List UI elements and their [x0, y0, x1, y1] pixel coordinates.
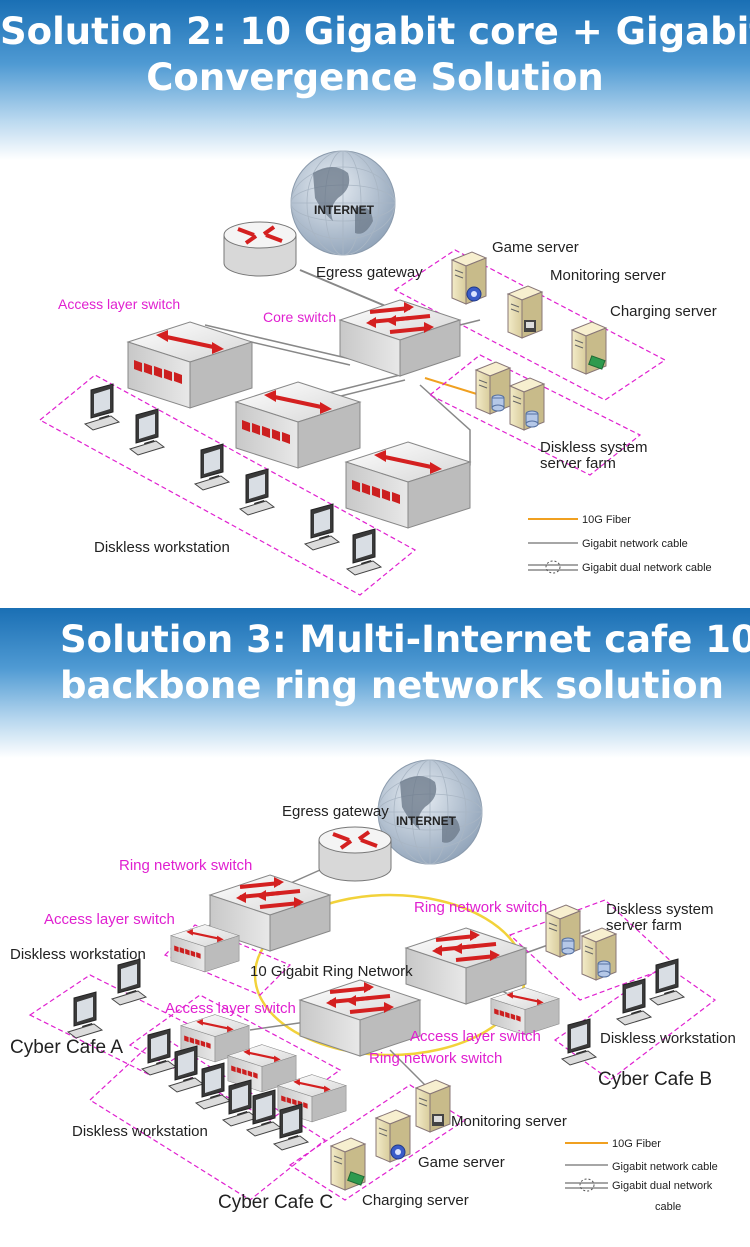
egress-gateway-label: Egress gateway: [282, 803, 389, 820]
legend-dual-cable: cable: [655, 1201, 681, 1213]
s1-server-group-box: [393, 249, 667, 401]
legend-gigabit: Gigabit network cable: [582, 538, 688, 550]
section1-title-line1: Solution 2: 10 Gigabit core + Gigabit: [0, 10, 750, 53]
workstation-icon: [239, 468, 275, 516]
workstation-icon: [194, 443, 230, 491]
legend-dual: Gigabit dual network cable: [582, 562, 712, 574]
workstation-icon: [304, 503, 340, 551]
cafe-a-label: Cyber Cafe A: [10, 1037, 123, 1058]
section1-title-line2: Convergence Solution: [146, 56, 604, 99]
legend-fiber: 10G Fiber: [612, 1138, 661, 1150]
cafe-b-label: Cyber Cafe B: [598, 1069, 712, 1090]
internet-label: INTERNET: [314, 203, 375, 217]
access-switch-3-icon: [344, 440, 472, 530]
workstation-icon: [195, 1062, 231, 1110]
access-switch-1-icon: [126, 320, 254, 410]
diskless-farm-label-line2: server farm: [540, 455, 616, 472]
charging-server-label: Charging server: [610, 303, 717, 320]
diskless-ws-b-label: Diskless workstation: [600, 1030, 736, 1047]
workstation-icon: [561, 1018, 597, 1066]
legend-gigabit: Gigabit network cable: [612, 1161, 718, 1173]
workstation-icon: [67, 991, 103, 1039]
ring-switch-right-icon: [404, 926, 528, 1006]
s2-diskless-farm-line1: Diskless system: [606, 901, 714, 918]
cafe-c-switch-box: [128, 994, 342, 1121]
section1-diagram: INTERNET Egress: [38, 150, 717, 596]
monitoring-server-icon: [416, 1080, 450, 1132]
game-server-label: Game server: [492, 239, 579, 256]
legend-fiber: 10G Fiber: [582, 514, 631, 526]
section2-title-line1: Solution 3: Multi-Internet cafe 10G: [60, 618, 750, 661]
section1-banner: [0, 0, 750, 160]
charging-server-label: Charging server: [362, 1192, 469, 1209]
section2-title-line2: backbone ring network solution: [60, 664, 724, 707]
monitoring-server-label: Monitoring server: [451, 1113, 567, 1130]
charging-server-icon: [572, 322, 606, 374]
diskless-workstation-label: Diskless workstation: [94, 539, 230, 556]
internet-label: INTERNET: [396, 814, 457, 828]
core-switch-label: Core switch: [263, 309, 336, 325]
core-switch-icon: [338, 298, 462, 378]
ring-network-label: 10 Gigabit Ring Network: [250, 963, 413, 980]
s1-workstation-box: [38, 374, 417, 596]
diskless-farm-label-line1: Diskless system: [540, 439, 648, 456]
workstation-icon: [346, 528, 382, 576]
access-switch-b-label: Access layer switch: [410, 1028, 541, 1045]
egress-gateway-router-icon: [317, 825, 393, 883]
farm-server-1-icon: [546, 905, 580, 957]
ring-switch-right-label: Ring network switch: [414, 899, 547, 916]
cafe-c-label: Cyber Cafe C: [218, 1192, 333, 1213]
workstation-icon: [246, 1089, 282, 1137]
monitoring-server-icon: [508, 286, 542, 338]
internet-globe-icon: [377, 759, 483, 865]
s2-diskless-farm-line2: server farm: [606, 917, 682, 934]
game-server-label: Game server: [418, 1154, 505, 1171]
cafe-a-box: [28, 974, 212, 1076]
section2-diagram: INTERNET: [10, 759, 736, 1213]
s1-farm-box: [428, 354, 642, 476]
farm-server-2-icon: [582, 928, 616, 980]
cafe-c-workstation-box: [89, 1034, 327, 1201]
access-switch-2-icon: [234, 380, 362, 470]
game-server-icon: [452, 252, 486, 304]
game-server-icon: [376, 1110, 410, 1162]
s1-legend: 10G Fiber Gigabit network cable Gigabit …: [528, 514, 712, 574]
ring-switch-bottom-label: Ring network switch: [369, 1050, 502, 1067]
diskless-ws-a-label: Diskless workstation: [10, 946, 146, 963]
egress-gateway-router-icon: [222, 220, 298, 278]
egress-gateway-label: Egress gateway: [316, 264, 423, 281]
workstation-icon: [649, 958, 685, 1006]
monitoring-server-label: Monitoring server: [550, 267, 666, 284]
farm-server-2-icon: [510, 378, 544, 430]
access-switch-c-label: Access layer switch: [165, 1000, 296, 1017]
workstation-icon: [616, 978, 652, 1026]
legend-dual: Gigabit dual network: [612, 1180, 713, 1192]
workstation-icon: [141, 1028, 177, 1076]
ring-switch-bottom-icon: [298, 978, 422, 1058]
workstation-icon: [111, 958, 147, 1006]
access-layer-switch-label: Access layer switch: [58, 296, 180, 312]
section2-banner: [0, 608, 750, 758]
diskless-ws-c-label: Diskless workstation: [72, 1123, 208, 1140]
ring-switch-top-label: Ring network switch: [119, 857, 252, 874]
cafe-c-server-box: [288, 1084, 467, 1201]
workstation-icon: [84, 383, 120, 431]
farm-server-1-icon: [476, 362, 510, 414]
charging-server-icon: [331, 1138, 365, 1190]
access-switch-a-label: Access layer switch: [44, 911, 175, 928]
workstation-icon: [129, 408, 165, 456]
s2-legend: 10G Fiber Gigabit network cable Gigabit …: [565, 1138, 718, 1213]
